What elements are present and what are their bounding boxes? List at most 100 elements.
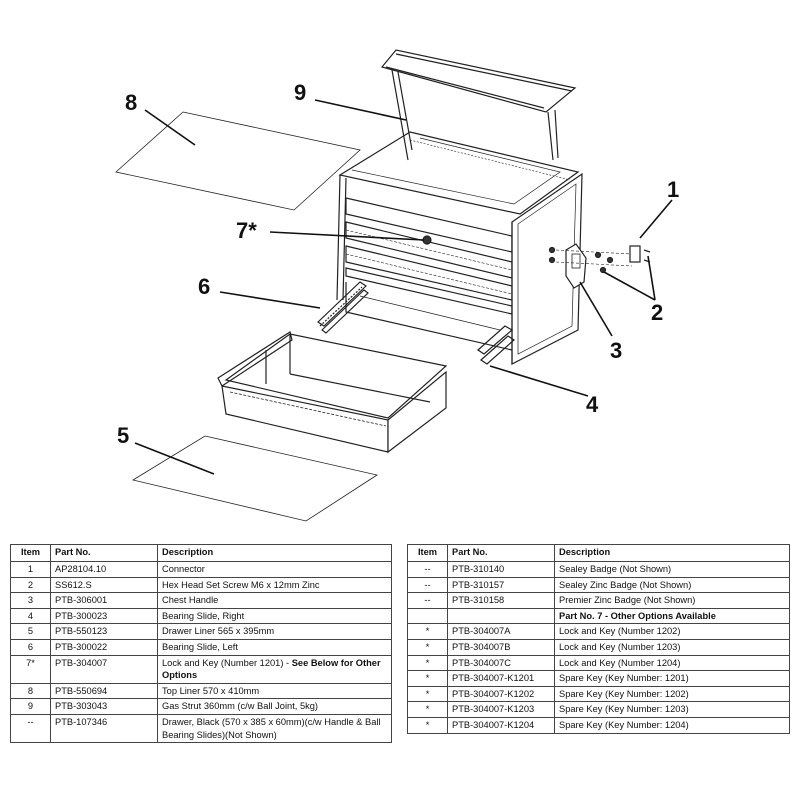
callout-5: 5 xyxy=(117,423,129,448)
item-cell: * xyxy=(407,685,448,703)
part-no-cell: PTB-107346 xyxy=(50,713,158,744)
part-no-cell: PTB-304007-K1202 xyxy=(447,685,555,703)
callout-2: 2 xyxy=(651,300,663,325)
callout-3: 3 xyxy=(610,338,622,363)
part-no-cell: PTB-300023 xyxy=(50,607,158,625)
description-cell: Lock and Key (Number 1203) xyxy=(554,638,790,656)
chest-body xyxy=(336,49,583,365)
top-liner-sheet xyxy=(115,111,361,211)
column-header-part-no: Part No. xyxy=(447,544,555,562)
item-cell xyxy=(407,607,448,625)
callout-1: 1 xyxy=(667,177,679,202)
description-cell: Spare Key (Key Number: 1201) xyxy=(554,670,790,687)
description-cell: Connector xyxy=(157,561,392,578)
part-no-cell: PTB-310140 xyxy=(447,561,555,578)
description-cell: Spare Key (Key Number: 1204) xyxy=(554,716,790,734)
table-header-row: Item Part No. Description xyxy=(10,544,392,562)
drawer-liner-sheet xyxy=(131,435,379,522)
description-cell: Lock and Key (Number 1204) xyxy=(554,654,790,672)
item-cell: * xyxy=(407,638,448,656)
table-header-row: Item Part No. Description xyxy=(407,544,790,562)
description-cell: Drawer, Black (570 x 385 x 60mm)(c/w Han… xyxy=(157,713,392,744)
callout-7: 7* xyxy=(236,218,257,243)
item-cell: -- xyxy=(407,592,448,609)
description-cell: Lock and Key (Number 1201) - See Below f… xyxy=(157,654,392,684)
description-cell: Bearing Slide, Left xyxy=(157,638,392,656)
part-no-cell: PTB-304007 xyxy=(50,654,158,684)
part-no-cell: PTB-300022 xyxy=(50,638,158,656)
callout-8: 8 xyxy=(125,90,137,115)
description-cell: Gas Strut 360mm (c/w Ball Joint, 5kg) xyxy=(157,698,392,715)
description-cell: Sealey Badge (Not Shown) xyxy=(554,561,790,578)
bearing-slide-right xyxy=(477,325,515,365)
item-cell: * xyxy=(407,670,448,687)
item-cell: 9 xyxy=(10,698,51,715)
part-no-cell: SS612.S xyxy=(50,576,158,594)
item-cell: 3 xyxy=(10,592,51,609)
column-header-part-no: Part No. xyxy=(50,544,158,562)
part-no-cell: PTB-304007-K1201 xyxy=(447,670,555,687)
part-no-cell: PTB-304007A xyxy=(447,623,555,640)
callout-6: 6 xyxy=(198,274,210,299)
column-header-item: Item xyxy=(407,544,448,562)
column-header-description: Description xyxy=(554,544,790,562)
part-no-cell: PTB-304007-K1204 xyxy=(447,716,555,734)
description-cell: Part No. 7 - Other Options Available xyxy=(554,607,790,625)
part-no-cell: PTB-306001 xyxy=(50,592,158,609)
bearing-slide-left xyxy=(317,281,369,334)
item-cell: * xyxy=(407,701,448,718)
item-cell: * xyxy=(407,654,448,672)
description-cell: Drawer Liner 565 x 395mm xyxy=(157,623,392,640)
item-cell: * xyxy=(407,716,448,734)
part-no-cell: PTB-550694 xyxy=(50,682,158,700)
callout-9: 9 xyxy=(294,80,306,105)
item-cell: 2 xyxy=(10,576,51,594)
item-cell: 7* xyxy=(10,654,51,684)
exploded-parts-diagram: 1 2 3 4 5 6 7* 8 9 xyxy=(115,49,679,522)
description-cell: Sealey Zinc Badge (Not Shown) xyxy=(554,576,790,594)
item-cell: 4 xyxy=(10,607,51,625)
description-cell: Chest Handle xyxy=(157,592,392,609)
description-cell: Spare Key (Key Number: 1203) xyxy=(554,701,790,718)
description-cell: Premier Zinc Badge (Not Shown) xyxy=(554,592,790,609)
callout-4: 4 xyxy=(586,392,599,417)
item-cell: 8 xyxy=(10,682,51,700)
description-cell: Lock and Key (Number 1202) xyxy=(554,623,790,640)
item-cell: -- xyxy=(407,576,448,594)
item-cell: * xyxy=(407,623,448,640)
part-no-cell: PTB-310157 xyxy=(447,576,555,594)
description-cell: Bearing Slide, Right xyxy=(157,607,392,625)
drawer xyxy=(217,331,448,454)
description-cell: Spare Key (Key Number: 1202) xyxy=(554,685,790,703)
other-options-heading: Part No. 7 - Other Options Available xyxy=(559,610,716,621)
part-no-cell: PTB-304007C xyxy=(447,654,555,672)
item-cell: 5 xyxy=(10,623,51,640)
table-row: Part No. 7 - Other Options Available xyxy=(407,607,790,625)
part-no-cell: PTB-303043 xyxy=(50,698,158,715)
description-text: Lock and Key (Number 1201) - xyxy=(162,657,292,668)
part-no-cell xyxy=(447,607,555,625)
chest-handle-assembly xyxy=(548,243,651,289)
leader-lines xyxy=(134,99,673,475)
part-no-cell: PTB-304007-K1203 xyxy=(447,701,555,718)
